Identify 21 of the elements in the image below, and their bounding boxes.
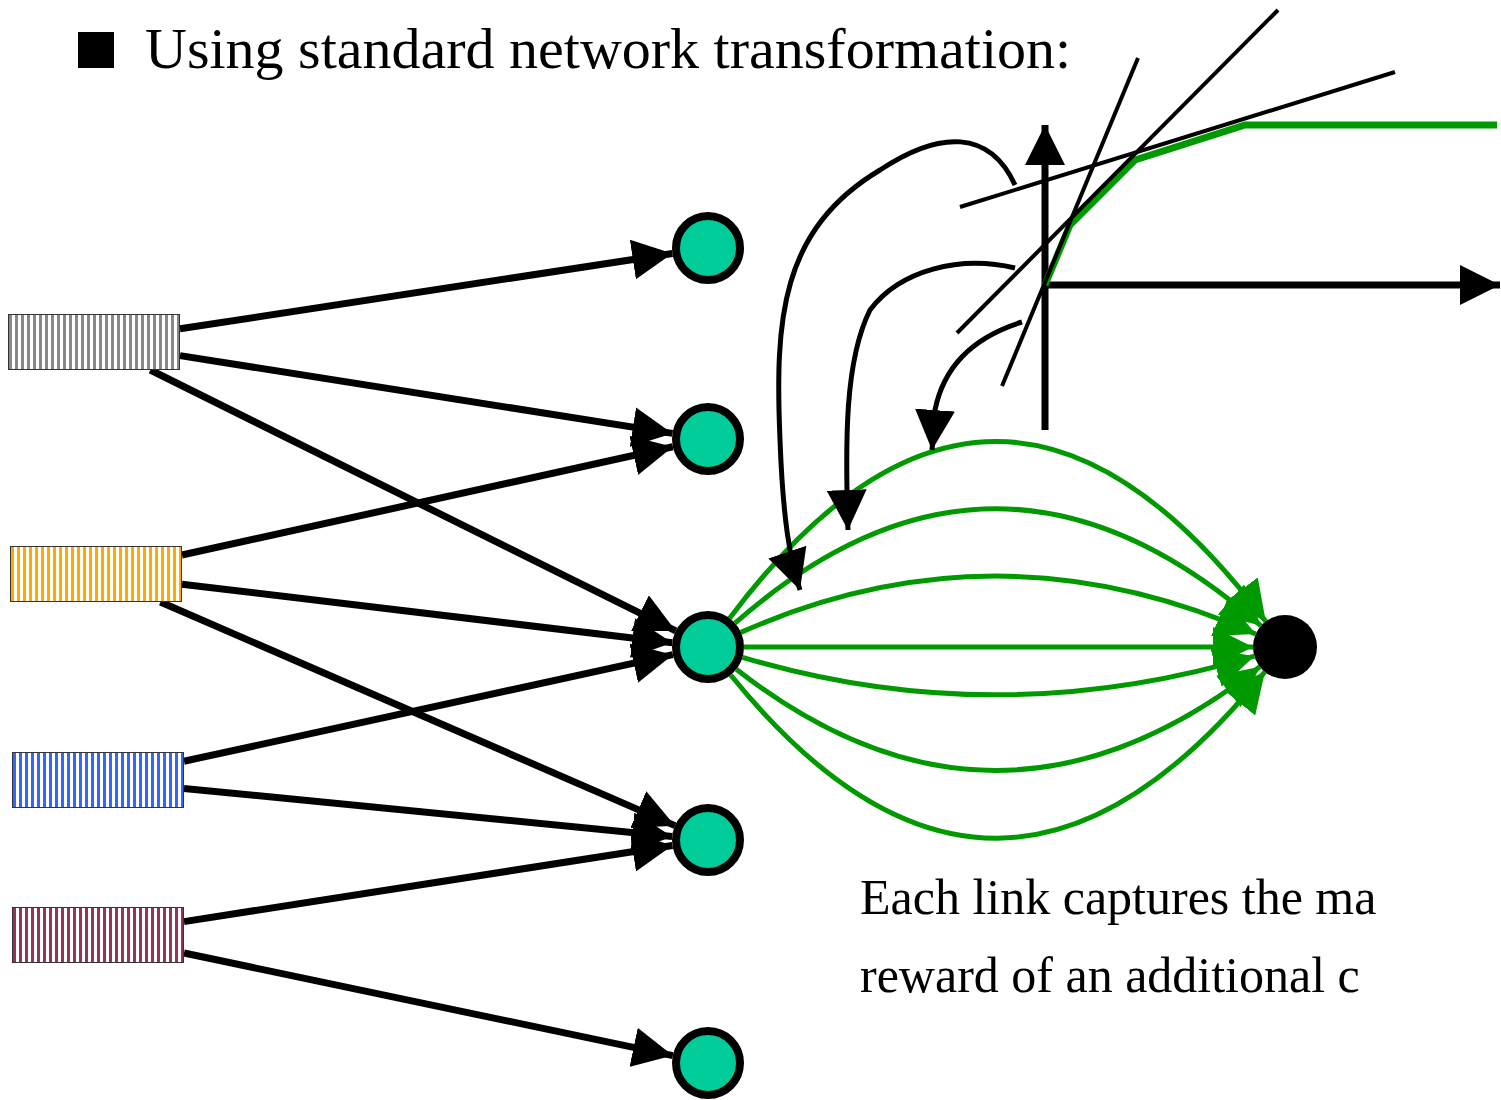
arrow <box>181 435 674 559</box>
circle-node <box>672 611 744 683</box>
arrow <box>181 580 673 658</box>
arrow <box>741 647 1255 698</box>
striped-box <box>12 907 184 963</box>
arrow <box>727 439 1268 623</box>
note-text: Each link captures the ma reward of an additional c <box>860 868 1378 1005</box>
arrow <box>183 949 674 1067</box>
arrow <box>179 352 673 447</box>
striped-box <box>10 546 182 602</box>
arrow <box>728 670 1267 841</box>
slide-title: Using standard network transformation: <box>145 15 1072 83</box>
arrow <box>733 506 1263 628</box>
arrow <box>744 627 1253 667</box>
striped-box <box>12 752 184 808</box>
arrow <box>739 573 1257 638</box>
arrow <box>179 239 673 333</box>
arrow <box>183 643 674 765</box>
striped-box <box>8 314 180 370</box>
arrow <box>734 664 1262 773</box>
circle-node <box>1253 615 1317 679</box>
